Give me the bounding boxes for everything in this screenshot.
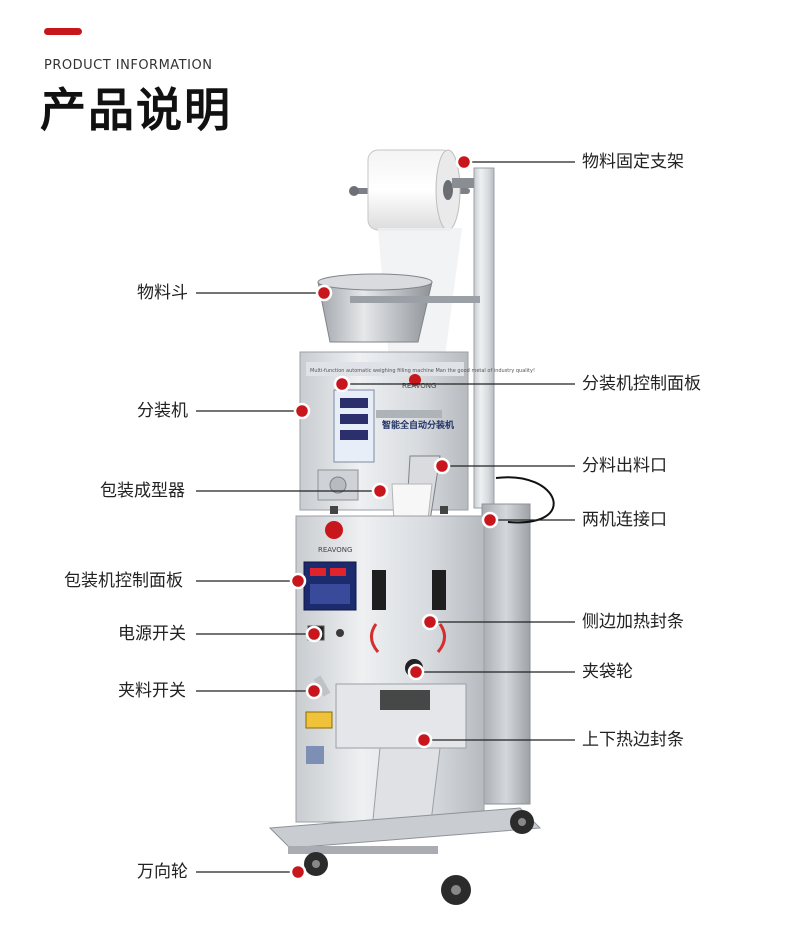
marker-clamp bbox=[305, 682, 323, 700]
dispenser-body: Multi-function automatic weighing fillin… bbox=[299, 351, 535, 514]
marker-packer-panel bbox=[289, 572, 307, 590]
svg-text:Multi-function automatic weigh: Multi-function automatic weighing fillin… bbox=[310, 368, 535, 374]
marker-roller bbox=[407, 663, 425, 681]
label-packer-panel: 包装机控制面板 bbox=[64, 571, 183, 591]
section-title: 产品说明 bbox=[40, 83, 232, 137]
marker-material-bracket bbox=[455, 153, 473, 171]
label-power-switch: 电源开关 bbox=[118, 624, 186, 644]
packer-body: REAVONG bbox=[295, 515, 485, 831]
label-dispense-outlet: 分料出料口 bbox=[582, 456, 667, 476]
svg-text:REAVONG: REAVONG bbox=[318, 546, 352, 554]
svg-text:智能全自动分装机: 智能全自动分装机 bbox=[382, 419, 454, 431]
label-material-hopper: 物料斗 bbox=[137, 283, 188, 303]
marker-link bbox=[481, 511, 499, 529]
label-bag-former: 包装成型器 bbox=[100, 481, 185, 501]
marker-dispenser bbox=[293, 402, 311, 420]
section-subtitle: PRODUCT INFORMATION bbox=[44, 58, 213, 73]
marker-outlet bbox=[433, 457, 451, 475]
marker-power bbox=[305, 625, 323, 643]
leader-lines bbox=[196, 161, 575, 873]
link-cable bbox=[495, 476, 555, 524]
hopper bbox=[317, 273, 480, 343]
svg-text:REAVONG: REAVONG bbox=[402, 382, 436, 390]
label-top-bottom-sealer: 上下热边封条 bbox=[582, 730, 684, 750]
marker-caster bbox=[289, 863, 307, 881]
base-and-wheels bbox=[268, 807, 542, 905]
film-roll bbox=[349, 149, 474, 231]
label-dispenser: 分装机 bbox=[137, 401, 188, 421]
marker-top-bottom-sealer bbox=[415, 731, 433, 749]
marker-former bbox=[371, 482, 389, 500]
marker-dispenser-panel bbox=[333, 375, 351, 393]
label-material-bracket: 物料固定支架 bbox=[582, 152, 684, 172]
label-machine-link: 两机连接口 bbox=[582, 510, 667, 530]
label-clamp-switch: 夹料开关 bbox=[118, 681, 186, 701]
label-bag-roller: 夹袋轮 bbox=[582, 662, 633, 682]
label-side-sealer: 侧边加热封条 bbox=[582, 612, 684, 632]
label-caster: 万向轮 bbox=[137, 862, 188, 882]
accent-bar bbox=[44, 28, 82, 35]
marker-side-sealer bbox=[421, 613, 439, 631]
label-dispenser-panel: 分装机控制面板 bbox=[582, 374, 701, 394]
callout-markers bbox=[289, 153, 499, 881]
marker-hopper bbox=[315, 284, 333, 302]
